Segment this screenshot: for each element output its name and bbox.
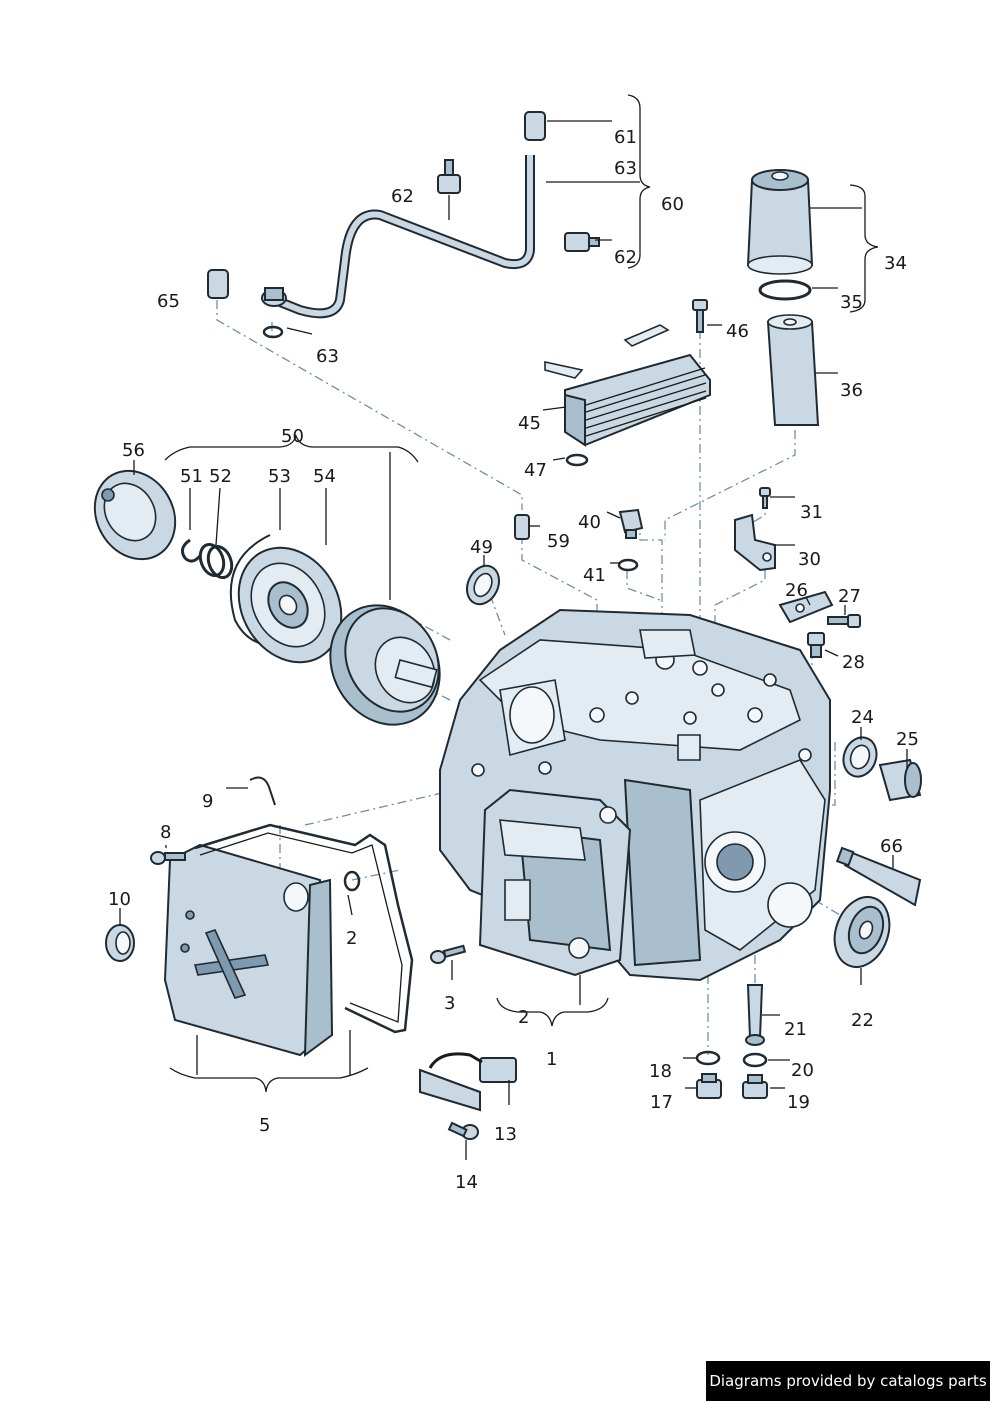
callout-49: 49 xyxy=(470,537,493,558)
callout-40: 40 xyxy=(578,512,601,533)
pan-gasket-inner xyxy=(199,832,403,1023)
callout-34: 34 xyxy=(884,253,907,274)
sensor-62-lower xyxy=(564,232,600,252)
flange-seal-22 xyxy=(833,896,891,968)
pan-gasket xyxy=(194,823,414,1034)
clutch-50 xyxy=(329,604,441,726)
callout-5: 5 xyxy=(259,1115,270,1136)
callout-9: 9 xyxy=(202,791,213,812)
callout-45: 45 xyxy=(518,413,541,434)
callout-35: 35 xyxy=(840,292,863,313)
clip-9 xyxy=(249,776,276,806)
oil-cooler xyxy=(544,324,711,447)
callout-25: 25 xyxy=(896,729,919,750)
mechatronic-unit xyxy=(478,788,632,977)
callout-53: 53 xyxy=(268,466,291,487)
callout-21: 21 xyxy=(784,1019,807,1040)
callout-17: 17 xyxy=(650,1092,673,1113)
callout-1: 1 xyxy=(546,1049,557,1070)
cap-61 xyxy=(524,111,546,141)
callout-labels: 61 63 60 62 62 65 63 34 35 36 46 45 47 4… xyxy=(108,127,919,1193)
callout-51: 51 xyxy=(180,466,203,487)
callout-18: 18 xyxy=(649,1061,672,1082)
o-ring-63-lower xyxy=(262,325,284,339)
callout-56: 56 xyxy=(122,440,145,461)
bolt-8 xyxy=(150,851,186,865)
callout-46: 46 xyxy=(726,321,749,342)
bracket-26 xyxy=(778,590,834,624)
callout-10: 10 xyxy=(108,889,131,910)
clutch-drum-54 xyxy=(237,546,343,664)
callout-28: 28 xyxy=(842,652,865,673)
bolt-14 xyxy=(447,1121,479,1140)
cover-56 xyxy=(93,469,177,561)
seal-24 xyxy=(842,736,878,778)
credit-banner: Diagrams provided by catalogs parts xyxy=(706,1361,990,1401)
callout-65: 65 xyxy=(157,291,180,312)
callout-36: 36 xyxy=(840,380,863,401)
callout-19: 19 xyxy=(787,1092,810,1113)
callout-26: 26 xyxy=(785,580,808,601)
sensor-62-upper xyxy=(437,159,461,194)
cap-25 xyxy=(878,758,922,802)
callout-8: 8 xyxy=(160,822,171,843)
bolt-27 xyxy=(827,614,861,628)
seal-rings-52 xyxy=(198,543,234,579)
sensor-13 xyxy=(419,1052,517,1112)
oil-pipe xyxy=(273,155,535,319)
callout-27: 27 xyxy=(838,586,861,607)
cap-65 xyxy=(207,269,229,299)
sleeve-59 xyxy=(514,514,530,540)
callout-13: 13 xyxy=(494,1124,517,1145)
snap-ring-51 xyxy=(180,538,202,563)
seal-41 xyxy=(617,558,639,572)
o-ring-47 xyxy=(565,453,589,467)
callout-60: 60 xyxy=(661,194,684,215)
callout-47: 47 xyxy=(524,460,547,481)
bolt-31 xyxy=(759,487,771,509)
bracket-30 xyxy=(734,513,776,572)
callout-41: 41 xyxy=(583,565,606,586)
callout-63-bottom: 63 xyxy=(316,346,339,367)
seal-20 xyxy=(742,1052,768,1068)
o-ring-35 xyxy=(758,279,812,301)
callout-52: 52 xyxy=(209,466,232,487)
callout-54: 54 xyxy=(313,466,336,487)
callout-2-left: 2 xyxy=(346,928,357,949)
callout-62-upper: 62 xyxy=(391,186,414,207)
callout-66: 66 xyxy=(880,836,903,857)
sealant-tube-66 xyxy=(835,846,922,907)
callout-30: 30 xyxy=(798,549,821,570)
callout-63-top: 63 xyxy=(614,158,637,179)
callout-31: 31 xyxy=(800,502,823,523)
callout-20: 20 xyxy=(791,1060,814,1081)
oil-filter-element xyxy=(766,314,820,426)
callout-61: 61 xyxy=(614,127,637,148)
credit-text: Diagrams provided by catalogs parts xyxy=(709,1372,987,1390)
seal-49 xyxy=(465,564,501,606)
seal-2-left xyxy=(343,870,361,892)
callout-62-lower: 62 xyxy=(614,247,637,268)
leader-lines xyxy=(119,94,908,1160)
bushing-10 xyxy=(105,924,135,962)
callout-3: 3 xyxy=(444,993,455,1014)
drain-plug-17 xyxy=(696,1073,722,1099)
plug-19 xyxy=(742,1074,768,1099)
oil-pipe-fill xyxy=(273,155,533,317)
plug-40 xyxy=(618,508,644,539)
plug-28 xyxy=(807,632,825,658)
bolt-46 xyxy=(692,299,708,333)
callout-50: 50 xyxy=(281,426,304,447)
callout-14: 14 xyxy=(455,1172,478,1193)
bolt-3 xyxy=(430,944,467,964)
dipstick-tube-21 xyxy=(745,984,765,1046)
oil-filter-housing xyxy=(746,169,814,275)
callout-2-right: 2 xyxy=(518,1007,529,1028)
oil-pan xyxy=(163,843,334,1058)
callout-24: 24 xyxy=(851,707,874,728)
callout-59: 59 xyxy=(547,531,570,552)
pipe-fitting xyxy=(261,287,287,307)
callout-22: 22 xyxy=(851,1010,874,1031)
